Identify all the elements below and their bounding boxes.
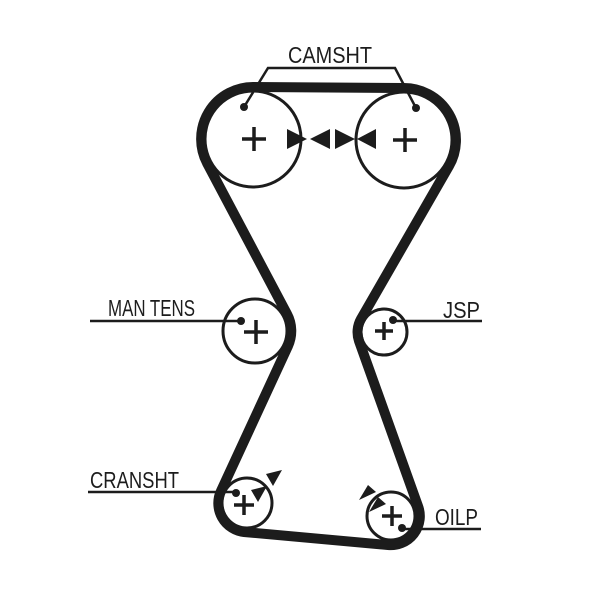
- jsp-label: JSP: [443, 297, 480, 323]
- camshaft-leader-dot-left: [240, 103, 248, 111]
- jsp-leader-dot: [389, 316, 397, 324]
- oil-pump-leader-dot: [398, 524, 406, 532]
- manual-tensioner-center-mark: [244, 320, 268, 344]
- oil-pump-label: OILP: [435, 504, 478, 530]
- arrow-right-icon: [287, 129, 307, 149]
- manual-tensioner-leader-dot: [237, 317, 245, 325]
- manual-tensioner-label: MAN TENS: [108, 295, 195, 321]
- camshaft-label: CAMSHT: [288, 42, 372, 68]
- camshaft-leader-bracket: [242, 66, 418, 109]
- timing-belt: [196, 82, 461, 551]
- camshaft-leader-dot-right: [412, 104, 420, 112]
- arrow-left-icon: [310, 129, 330, 149]
- crankshaft-leader-dot: [232, 489, 240, 497]
- camshaft-right-center-mark: [393, 128, 417, 152]
- arrow-left-icon: [357, 129, 376, 149]
- crankshaft-center-mark: [234, 495, 254, 515]
- crankshaft-label: CRANSHT: [90, 467, 179, 493]
- belt-alignment-arrows-icon: [287, 129, 376, 149]
- crankshaft-rotation-arrows-icon: [251, 470, 282, 502]
- arrow-right-icon: [335, 129, 355, 149]
- jsp-center-mark: [375, 322, 393, 340]
- oil-pump-rotation-arrows-icon: [359, 485, 386, 512]
- camshaft-left-center-mark: [242, 127, 266, 151]
- oil-pump-center-mark: [382, 506, 402, 526]
